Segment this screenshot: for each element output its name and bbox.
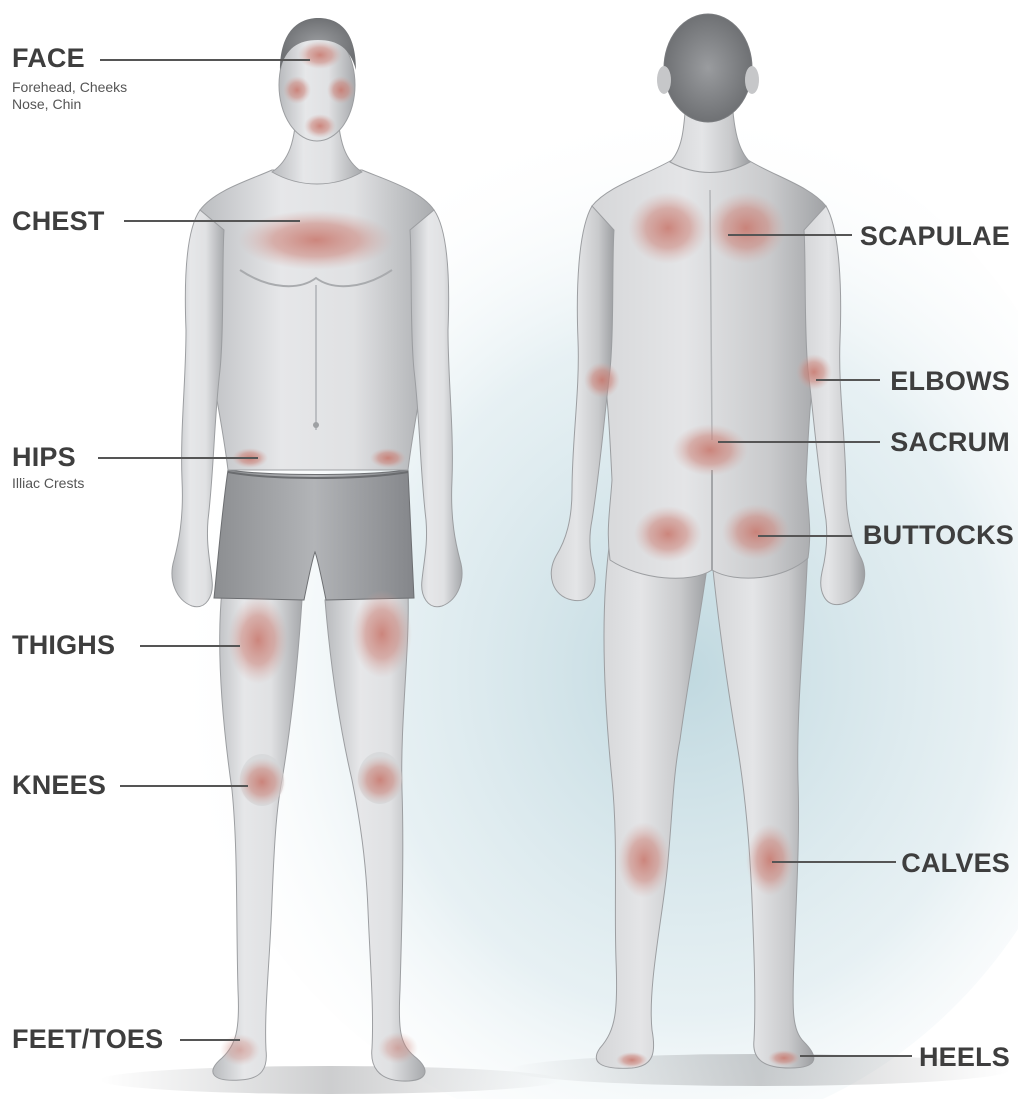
hotspot-feet-left [220,1034,260,1066]
hotspot-scapula-right [706,192,786,264]
back-ear-left [657,66,671,94]
hotspot-calf-right [746,824,794,896]
label-hips: HIPS [12,444,76,471]
label-chest: CHEST [12,208,105,235]
hotspot-face-cheek-right [327,76,355,104]
hotspot-calf-left [618,822,670,898]
hotspot-sacrum [672,424,748,476]
label-hips-sub: Illiac Crests [12,475,84,492]
hotspot-buttock-left [634,506,702,562]
hotspot-thigh-right [352,590,412,678]
label-calves: CALVES [901,850,1010,877]
floor-shadow-front [100,1066,560,1094]
hotspot-elbow-right [796,354,832,390]
hotspot-knee-right [356,756,404,804]
hotspot-thigh-left [228,596,288,684]
hotspot-hip-right [370,448,406,468]
label-sacrum: SACRUM [890,429,1010,456]
label-face-sub-2: Nose, Chin [12,96,81,113]
label-knees: KNEES [12,772,106,799]
hotspot-heel-right [768,1050,800,1066]
hotspot-face-cheek-left [283,76,311,104]
hotspot-elbow-left [584,362,620,398]
label-heels: HEELS [919,1044,1010,1071]
front-navel [313,422,319,428]
hotspot-feet-right [378,1032,418,1064]
hotspot-scapula-left [628,192,708,264]
back-ear-right [745,66,759,94]
label-face: FACE [12,45,85,72]
hotspot-face-chin [304,114,336,138]
hotspot-heel-left [616,1052,648,1068]
label-face-sub-1: Forehead, Cheeks [12,79,127,96]
label-elbows: ELBOWS [890,368,1010,395]
label-feet-toes: FEET/TOES [12,1026,163,1053]
label-thighs: THIGHS [12,632,115,659]
hotspot-knee-left [238,758,286,806]
back-head [664,14,752,122]
hotspot-face-forehead [298,41,342,69]
label-buttocks: BUTTOCKS [863,522,1014,549]
label-scapulae: SCAPULAE [860,223,1010,250]
hotspot-chest [238,210,394,270]
hotspot-buttock-right [722,504,790,560]
